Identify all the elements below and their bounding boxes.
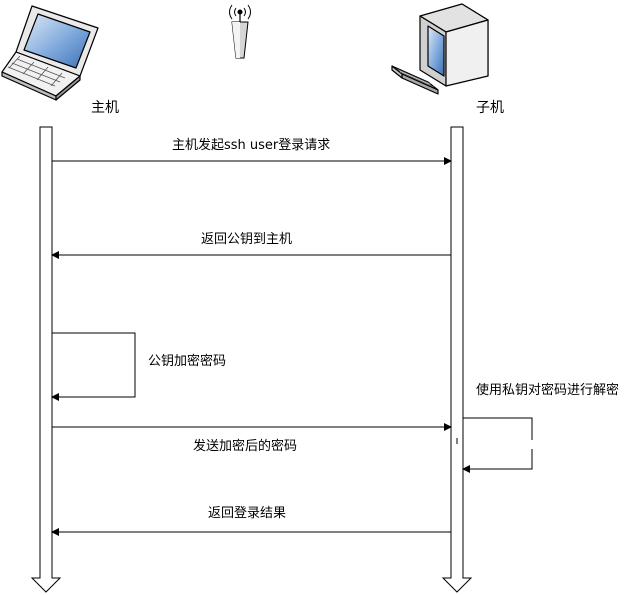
msg-4-label: 使用私钥对密码进行解密 bbox=[476, 383, 620, 398]
msg-5-label: 发送加密后的密码 bbox=[193, 439, 298, 454]
msg-2-label: 返回公钥到主机 bbox=[201, 232, 293, 247]
msg-3-label: 公钥加密密码 bbox=[148, 354, 227, 369]
msg-3-arrow bbox=[51, 332, 136, 401]
sub-label: 子机 bbox=[476, 100, 504, 116]
desktop-computer-icon bbox=[391, 3, 489, 95]
laptop-icon bbox=[1, 5, 99, 101]
host-label: 主机 bbox=[91, 100, 119, 116]
host-lifeline bbox=[30, 126, 62, 593]
wireless-antenna-icon bbox=[229, 4, 251, 59]
msg-4-arrow bbox=[463, 417, 533, 440]
msg-6-label: 返回登录结果 bbox=[208, 506, 287, 521]
msg-4-arrow-return bbox=[462, 449, 533, 473]
msg-1-label: 主机发起ssh user登录请求 bbox=[172, 138, 331, 153]
sub-lifeline bbox=[441, 126, 473, 593]
